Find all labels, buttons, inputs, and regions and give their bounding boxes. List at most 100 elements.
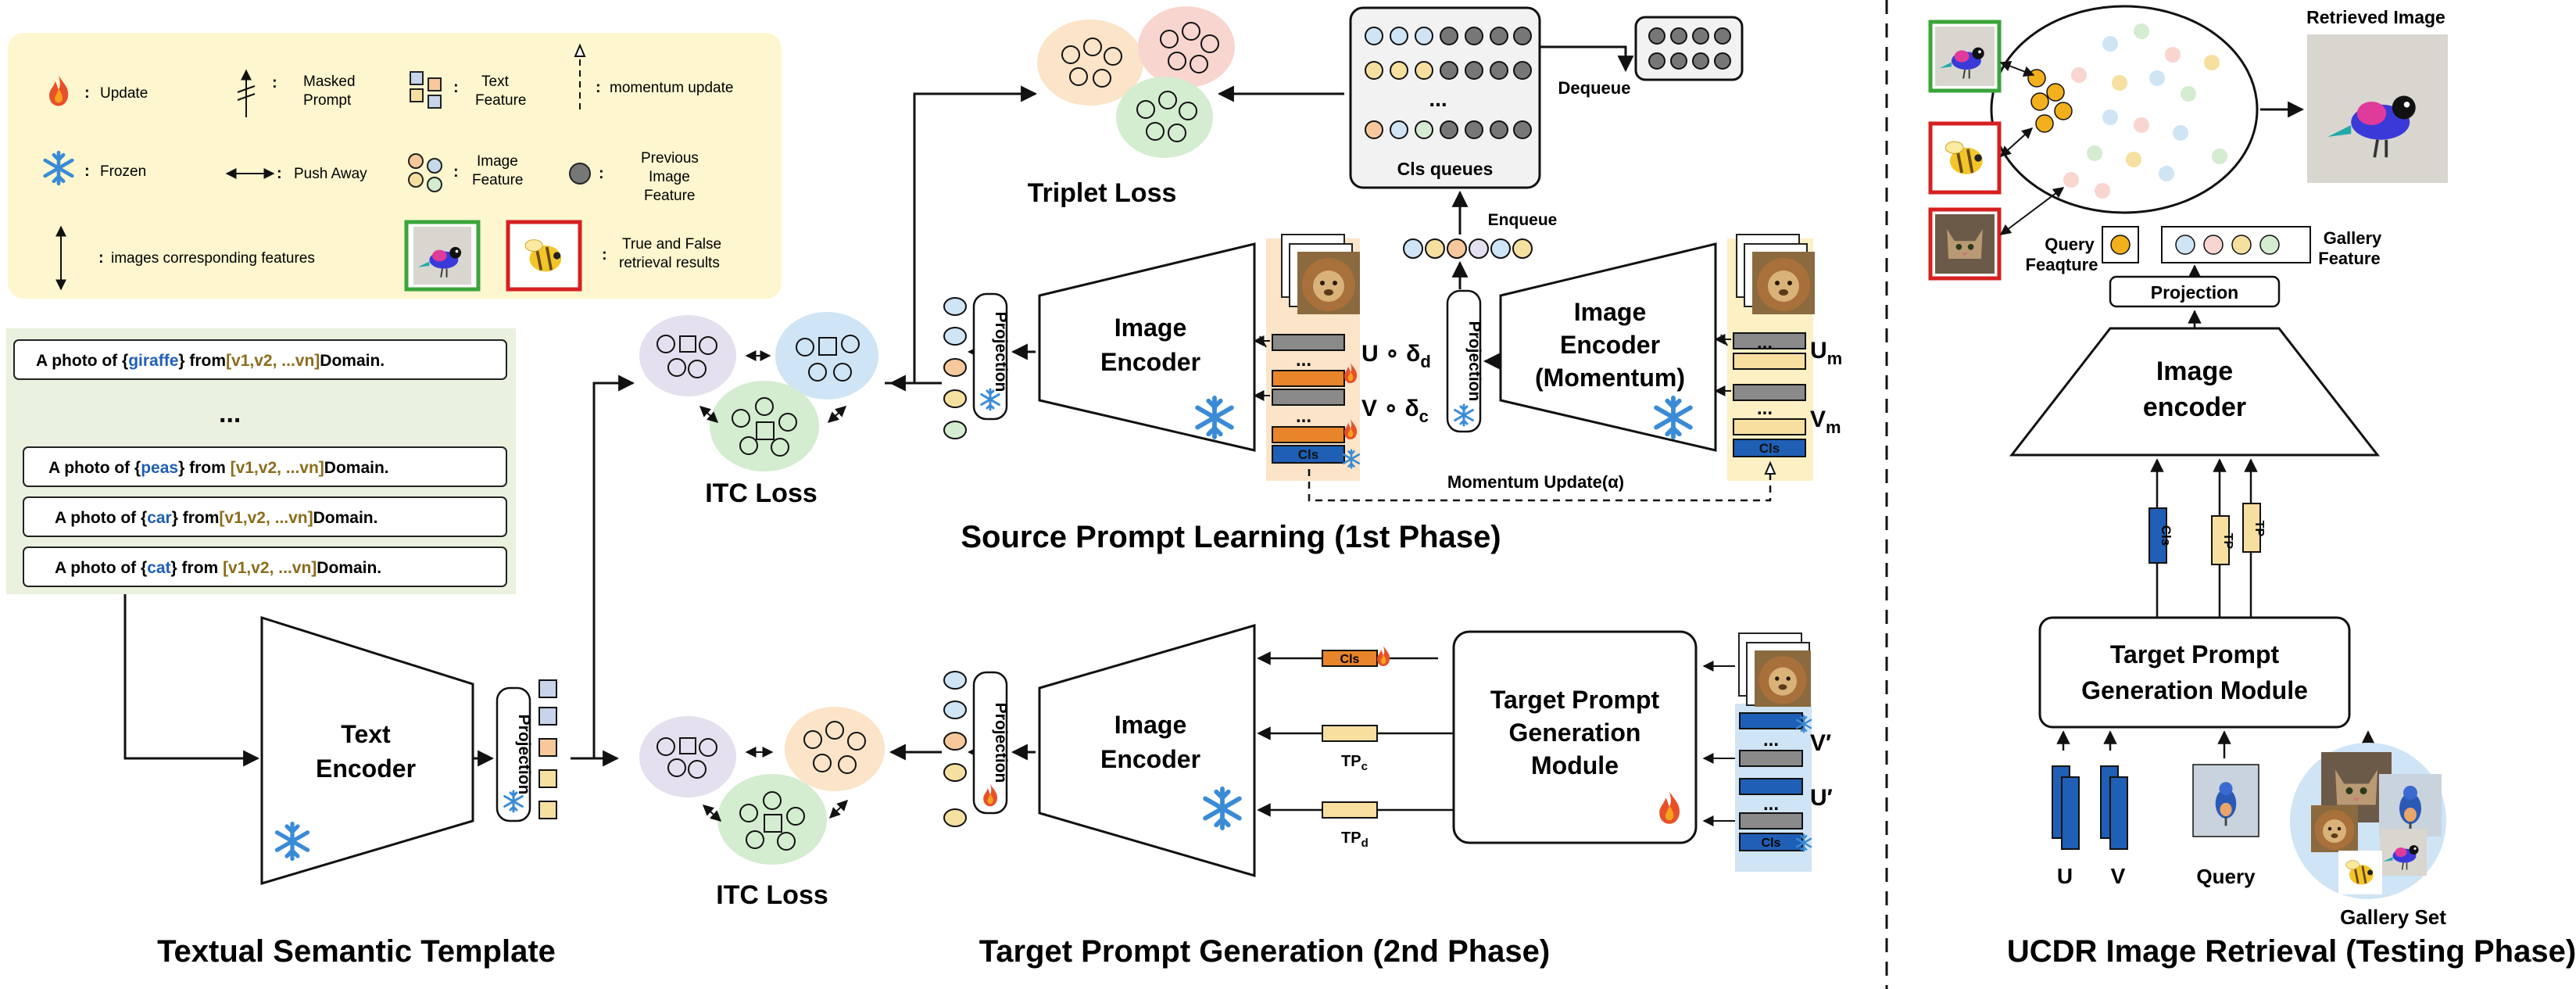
legend-momentum-label: momentum update bbox=[610, 80, 733, 96]
legend-push-label: Push Away bbox=[294, 166, 367, 182]
template-item-peas: A photo of {peas} from [v1,v2, ...vn]Dom… bbox=[23, 446, 507, 487]
testing-u-label: U bbox=[2057, 864, 2073, 888]
template-item-cat: A photo of {cat} from [v1,v2, ...vn]Doma… bbox=[23, 546, 507, 587]
svg-text::: : bbox=[272, 74, 277, 91]
svg-text:Projection: Projection bbox=[992, 703, 1010, 783]
svg-text::: : bbox=[602, 246, 607, 263]
text-feature-icon bbox=[410, 71, 442, 109]
svg-text::: : bbox=[599, 165, 604, 182]
phase2-feature-column bbox=[943, 671, 967, 827]
svg-text:...: ... bbox=[1763, 794, 1779, 815]
u-m: Um bbox=[1810, 338, 1842, 368]
svg-text:Module: Module bbox=[1531, 751, 1619, 779]
text-feature-column bbox=[538, 679, 557, 819]
v-delta-c: V ∘ δc bbox=[1361, 396, 1429, 426]
retrieved-image-label: Retrieved Image bbox=[2306, 7, 2445, 27]
svg-text:Cls: Cls bbox=[1340, 653, 1360, 666]
svg-text::: : bbox=[596, 79, 601, 96]
momentum-image-encoder: Image Encoder (Momentum) bbox=[1499, 242, 1717, 452]
legend-masked-1: Masked bbox=[303, 73, 356, 90]
svg-text:Image: Image bbox=[1574, 298, 1646, 326]
svg-text:Target Prompt: Target Prompt bbox=[1490, 686, 1660, 714]
template-panel: A photo of {giraffe} from[v1,v2, ...vn]D… bbox=[6, 328, 516, 594]
template-item-car: A photo of {car} from[v1,v2, ...vn]Domai… bbox=[23, 496, 507, 537]
triplet-loss: Triplet Loss bbox=[1028, 6, 1235, 208]
svg-text:Projection: Projection bbox=[1465, 321, 1483, 402]
template-ellipsis: ... bbox=[219, 399, 241, 428]
legend-tf-2: retrieval results bbox=[619, 255, 720, 271]
image-feature-icon bbox=[408, 153, 442, 192]
phase2-projection: Projection bbox=[972, 671, 1010, 815]
u-prime: U′ bbox=[1810, 785, 1833, 811]
svg-text:...: ... bbox=[1296, 406, 1311, 427]
svg-text::: : bbox=[277, 165, 282, 182]
tp-c: TPc bbox=[1341, 753, 1368, 773]
svg-text:...: ... bbox=[1429, 87, 1447, 111]
svg-text:Encoder: Encoder bbox=[1100, 348, 1200, 376]
svg-text:Encoder: Encoder bbox=[1560, 331, 1660, 359]
svg-text:Gallery: Gallery bbox=[2324, 228, 2382, 248]
svg-text:Feaqture: Feaqture bbox=[2026, 255, 2098, 274]
enqueue-label: Enqueue bbox=[1488, 211, 1558, 229]
svg-text:...: ... bbox=[1757, 332, 1773, 353]
svg-text:Encoder: Encoder bbox=[316, 754, 416, 783]
svg-text:Cls: Cls bbox=[1298, 447, 1318, 462]
svg-text:Query: Query bbox=[2045, 235, 2095, 254]
dequeue-label: Dequeue bbox=[1558, 78, 1631, 98]
legend-panel: Update : : Frozen : images corresponding… bbox=[8, 33, 782, 299]
query-image bbox=[2196, 769, 2256, 832]
svg-text:Image: Image bbox=[2156, 357, 2233, 386]
svg-text:Projection: Projection bbox=[992, 312, 1010, 392]
legend-image-feature-1: Image bbox=[477, 153, 518, 170]
legend-frozen-label: Frozen bbox=[100, 163, 146, 180]
template-title: Textual Semantic Template bbox=[157, 934, 556, 969]
retrieved-image bbox=[2317, 55, 2438, 172]
testing-title: UCDR Image Retrieval (Testing Phase) bbox=[2007, 934, 2576, 969]
svg-text:Encoder: Encoder bbox=[1100, 745, 1200, 773]
momentum-prompt-tokens: ... ... Cls bbox=[1714, 234, 1815, 481]
testing-phase: Retrieved Image Query Feaqture Gallery F… bbox=[1928, 5, 2576, 969]
svg-text:A photo of {peas} from [v1,v2,: A photo of {peas} from [v1,v2, ...vn]Dom… bbox=[48, 459, 389, 477]
phase2-title: Target Prompt Generation (2nd Phase) bbox=[979, 934, 1551, 969]
svg-text:Projection: Projection bbox=[515, 715, 533, 795]
legend-image-feature-2: Feature bbox=[472, 172, 523, 188]
legend-text-feature-1: Text bbox=[481, 73, 510, 90]
momentum-update-label: Momentum Update(α) bbox=[1447, 472, 1624, 492]
cls-queues: ... Cls queues bbox=[1349, 6, 1541, 189]
enqueue-tokens bbox=[1403, 238, 1533, 259]
itc-loss-bottom: ITC Loss bbox=[639, 707, 885, 910]
svg-text:Cls: Cls bbox=[1762, 837, 1781, 850]
phase1-feature-column bbox=[943, 297, 967, 439]
testing-v-label: V bbox=[2111, 864, 2126, 888]
v-m: Vm bbox=[1810, 407, 1841, 437]
svg-text::: : bbox=[98, 249, 104, 267]
dequeue-box bbox=[1634, 16, 1744, 81]
phase1-prompt-tokens: ... ... Cls bbox=[1253, 234, 1361, 481]
legend-text-feature-2: Feature bbox=[475, 92, 526, 109]
svg-text:...: ... bbox=[1763, 729, 1779, 751]
legend-prev-2: Image bbox=[649, 169, 690, 185]
cls-queues-label: Cls queues bbox=[1397, 159, 1494, 179]
svg-text:Text: Text bbox=[341, 720, 391, 748]
phase2-prompt-tokens: Cls TPc TPd bbox=[1257, 646, 1454, 850]
svg-text:Feature: Feature bbox=[2318, 249, 2380, 268]
svg-text::: : bbox=[84, 84, 90, 102]
itc-loss-bottom-label: ITC Loss bbox=[716, 880, 828, 910]
text-projection: Projection bbox=[496, 686, 533, 822]
svg-text:(Momentum): (Momentum) bbox=[1535, 364, 1685, 392]
tp-d: TPd bbox=[1341, 830, 1368, 850]
legend-prev-3: Feature bbox=[644, 188, 695, 204]
momentum-projection: Projection bbox=[1446, 289, 1483, 433]
testing-feature-cloud bbox=[2027, 23, 2227, 199]
svg-text:A photo of {car} from[v1,v2,: A photo of {car} from[v1,v2, ...vn]Domai… bbox=[55, 509, 377, 527]
svg-text::: : bbox=[84, 163, 90, 180]
legend-images-label: images corresponding features bbox=[111, 250, 315, 267]
svg-text:...: ... bbox=[1296, 349, 1311, 371]
itc-loss-top: ITC Loss bbox=[639, 312, 878, 508]
svg-text::: : bbox=[453, 163, 459, 181]
svg-text:Image: Image bbox=[1114, 711, 1186, 739]
svg-text:TP: TP bbox=[2252, 521, 2266, 537]
svg-text:...: ... bbox=[1757, 398, 1773, 419]
testing-projection-label: Projection bbox=[2151, 282, 2238, 303]
gallery-set-label: Gallery Set bbox=[2340, 905, 2446, 929]
